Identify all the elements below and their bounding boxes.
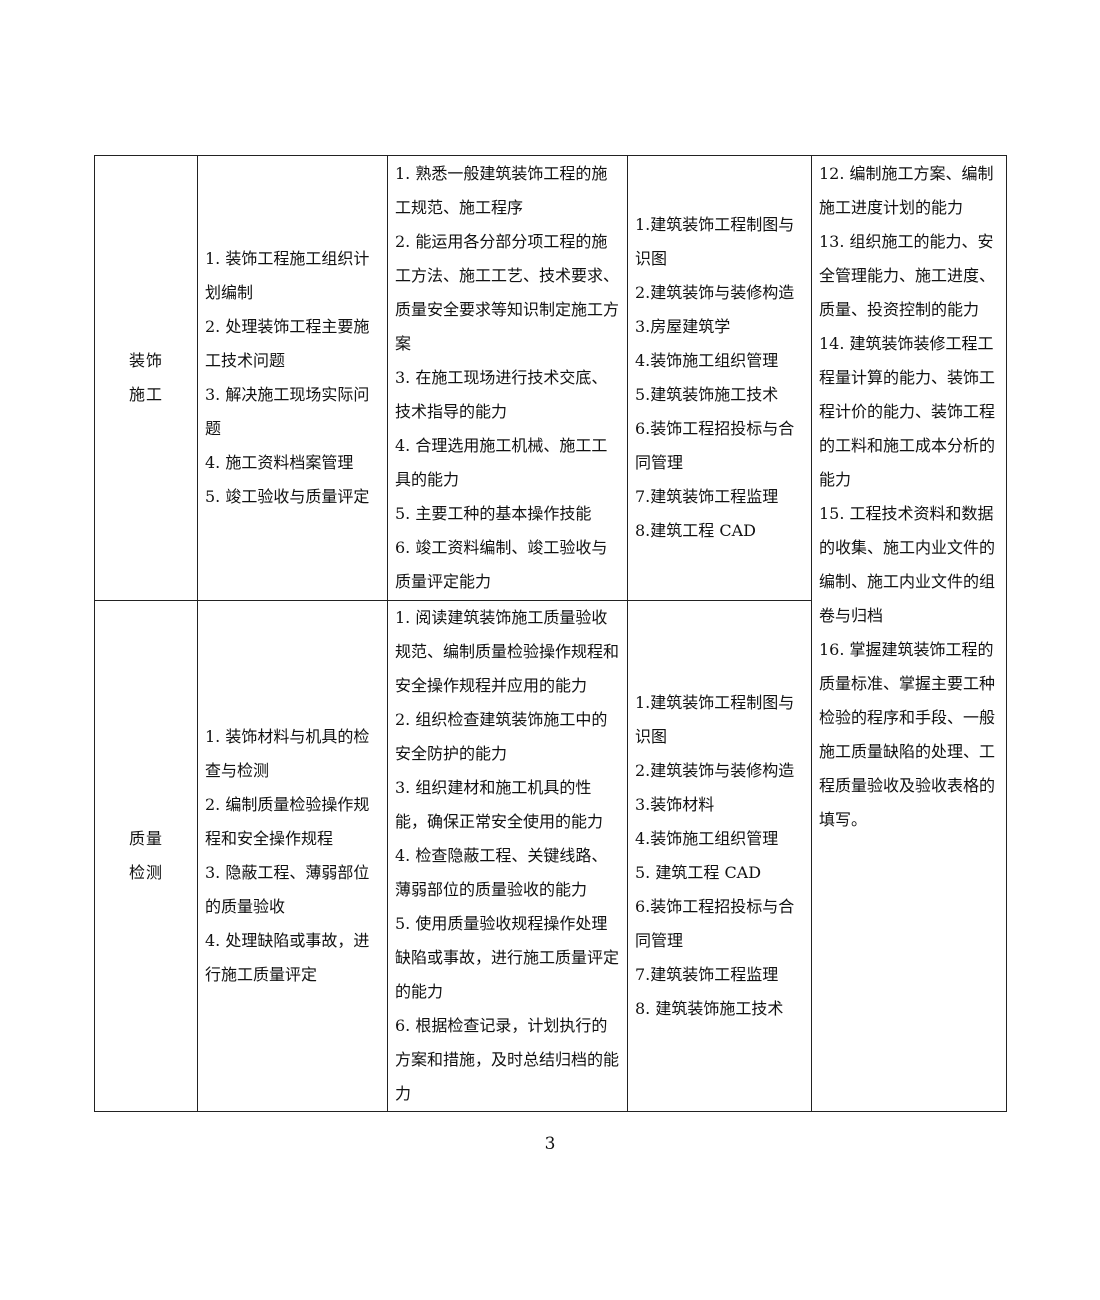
task-list: 1. 装饰材料与机具的检查与检测 2. 编制质量检验操作规程和安全操作规程 3.…	[198, 720, 387, 992]
ability-list: 1. 熟悉一般建筑装饰工程的施工规范、施工程序 2. 能运用各分部分项工程的施工…	[388, 157, 627, 599]
list-item: 6.装饰工程招投标与合同管理	[635, 897, 795, 950]
task-cell: 1. 装饰材料与机具的检查与检测 2. 编制质量检验操作规程和安全操作规程 3.…	[197, 600, 388, 1112]
list-item: 3.装饰材料	[635, 795, 715, 814]
list-item: 6.装饰工程招投标与合同管理	[635, 419, 795, 472]
course-list: 1.建筑装饰工程制图与识图 2.建筑装饰与装修构造 3.装饰材料 4.装饰施工组…	[628, 686, 811, 1026]
list-item: 3. 组织建材和施工机具的性能，确保正常安全使用的能力	[395, 778, 604, 831]
list-item: 5. 建筑工程 CAD	[635, 863, 762, 882]
table-row-decoration-construction: 装饰施工 1. 装饰工程施工组织计划编制 2. 处理装饰工程主要施工技术问题 3…	[94, 155, 1007, 1112]
area-label: 装饰施工	[128, 351, 163, 404]
list-item: 4. 处理缺陷或事故，进行施工质量评定	[205, 931, 370, 984]
list-item: 2. 组织检查建筑装饰施工中的安全防护的能力	[395, 710, 608, 763]
list-item: 5. 主要工种的基本操作技能	[395, 504, 592, 523]
list-item: 2. 编制质量检验操作规程和安全操作规程	[205, 795, 370, 848]
list-item: 1. 熟悉一般建筑装饰工程的施工规范、施工程序	[395, 164, 608, 217]
list-item: 13. 组织施工的能力、安全管理能力、施工进度、质量、投资控制的能力	[819, 232, 996, 319]
list-item: 2.建筑装饰与装修构造	[635, 761, 795, 780]
list-item: 1.建筑装饰工程制图与识图	[635, 215, 795, 268]
list-item: 16. 掌握建筑装饰工程的质量标准、掌握主要工种检验的程序和手段、一般施工质量缺…	[819, 640, 996, 829]
task-list: 1. 装饰工程施工组织计划编制 2. 处理装饰工程主要施工技术问题 3. 解决施…	[198, 242, 387, 514]
list-item: 3. 在施工现场进行技术交底、技术指导的能力	[395, 368, 608, 421]
ability-cell: 1. 熟悉一般建筑装饰工程的施工规范、施工程序 2. 能运用各分部分项工程的施工…	[387, 155, 628, 601]
list-item: 4.装饰施工组织管理	[635, 351, 779, 370]
list-item: 8. 建筑装饰施工技术	[635, 999, 784, 1018]
area-label: 质量检测	[128, 829, 163, 882]
page-number: 3	[544, 1134, 556, 1154]
course-list: 1.建筑装饰工程制图与识图 2.建筑装饰与装修构造 3.房屋建筑学 4.装饰施工…	[628, 208, 811, 548]
list-item: 1. 装饰材料与机具的检查与检测	[205, 727, 370, 780]
list-item: 3.房屋建筑学	[635, 317, 731, 336]
list-item: 12. 编制施工方案、编制施工进度计划的能力	[819, 164, 994, 217]
list-item: 4. 合理选用施工机械、施工工具的能力	[395, 436, 608, 489]
list-item: 3. 隐蔽工程、薄弱部位的质量验收	[205, 863, 370, 916]
list-item: 1. 阅读建筑装饰施工质量验收规范、编制质量检验操作规程和安全操作规程并应用的能…	[395, 608, 620, 695]
course-cell: 1.建筑装饰工程制图与识图 2.建筑装饰与装修构造 3.房屋建筑学 4.装饰施工…	[627, 155, 812, 601]
list-item: 6. 竣工资料编制、竣工验收与质量评定能力	[395, 538, 608, 591]
list-item: 3. 解决施工现场实际问题	[205, 385, 370, 438]
ability-list: 1. 阅读建筑装饰施工质量验收规范、编制质量检验操作规程和安全操作规程并应用的能…	[388, 601, 627, 1111]
list-item: 5. 使用质量验收规程操作处理缺陷或事故，进行施工质量评定的能力	[395, 914, 620, 1001]
general-ability-cell: 12. 编制施工方案、编制施工进度计划的能力 13. 组织施工的能力、安全管理能…	[811, 155, 1007, 1112]
list-item: 5. 竣工验收与质量评定	[205, 487, 370, 506]
list-item: 14. 建筑装饰装修工程工程量计算的能力、装饰工程计价的能力、装饰工程的工料和施…	[819, 334, 996, 489]
list-item: 2.建筑装饰与装修构造	[635, 283, 795, 302]
list-item: 1.建筑装饰工程制图与识图	[635, 693, 795, 746]
list-item: 4.装饰施工组织管理	[635, 829, 779, 848]
general-ability-list: 12. 编制施工方案、编制施工进度计划的能力 13. 组织施工的能力、安全管理能…	[812, 156, 1006, 837]
curriculum-table: 装饰施工 1. 装饰工程施工组织计划编制 2. 处理装饰工程主要施工技术问题 3…	[94, 155, 1007, 1112]
course-cell: 1.建筑装饰工程制图与识图 2.建筑装饰与装修构造 3.装饰材料 4.装饰施工组…	[627, 600, 812, 1112]
list-item: 6. 根据检查记录，计划执行的方案和措施，及时总结归档的能力	[395, 1016, 620, 1103]
list-item: 7.建筑装饰工程监理	[635, 965, 779, 984]
list-item: 1. 装饰工程施工组织计划编制	[205, 249, 370, 302]
area-cell: 质量检测	[94, 600, 198, 1112]
list-item: 5.建筑装饰施工技术	[635, 385, 779, 404]
list-item: 8.建筑工程 CAD	[635, 521, 756, 540]
list-item: 4. 施工资料档案管理	[205, 453, 354, 472]
area-cell: 装饰施工	[94, 155, 198, 601]
list-item: 7.建筑装饰工程监理	[635, 487, 779, 506]
table-row-quality-inspection: 质量检测 1. 装饰材料与机具的检查与检测 2. 编制质量检验操作规程和安全操作…	[94, 600, 1007, 1112]
ability-cell: 1. 阅读建筑装饰施工质量验收规范、编制质量检验操作规程和安全操作规程并应用的能…	[387, 600, 628, 1112]
task-cell: 1. 装饰工程施工组织计划编制 2. 处理装饰工程主要施工技术问题 3. 解决施…	[197, 155, 388, 601]
list-item: 4. 检查隐蔽工程、关键线路、薄弱部位的质量验收的能力	[395, 846, 608, 899]
list-item: 15. 工程技术资料和数据的收集、施工内业文件的编制、施工内业文件的组卷与归档	[819, 504, 996, 625]
list-item: 2. 处理装饰工程主要施工技术问题	[205, 317, 370, 370]
list-item: 2. 能运用各分部分项工程的施工方法、施工工艺、技术要求、质量安全要求等知识制定…	[395, 232, 620, 353]
